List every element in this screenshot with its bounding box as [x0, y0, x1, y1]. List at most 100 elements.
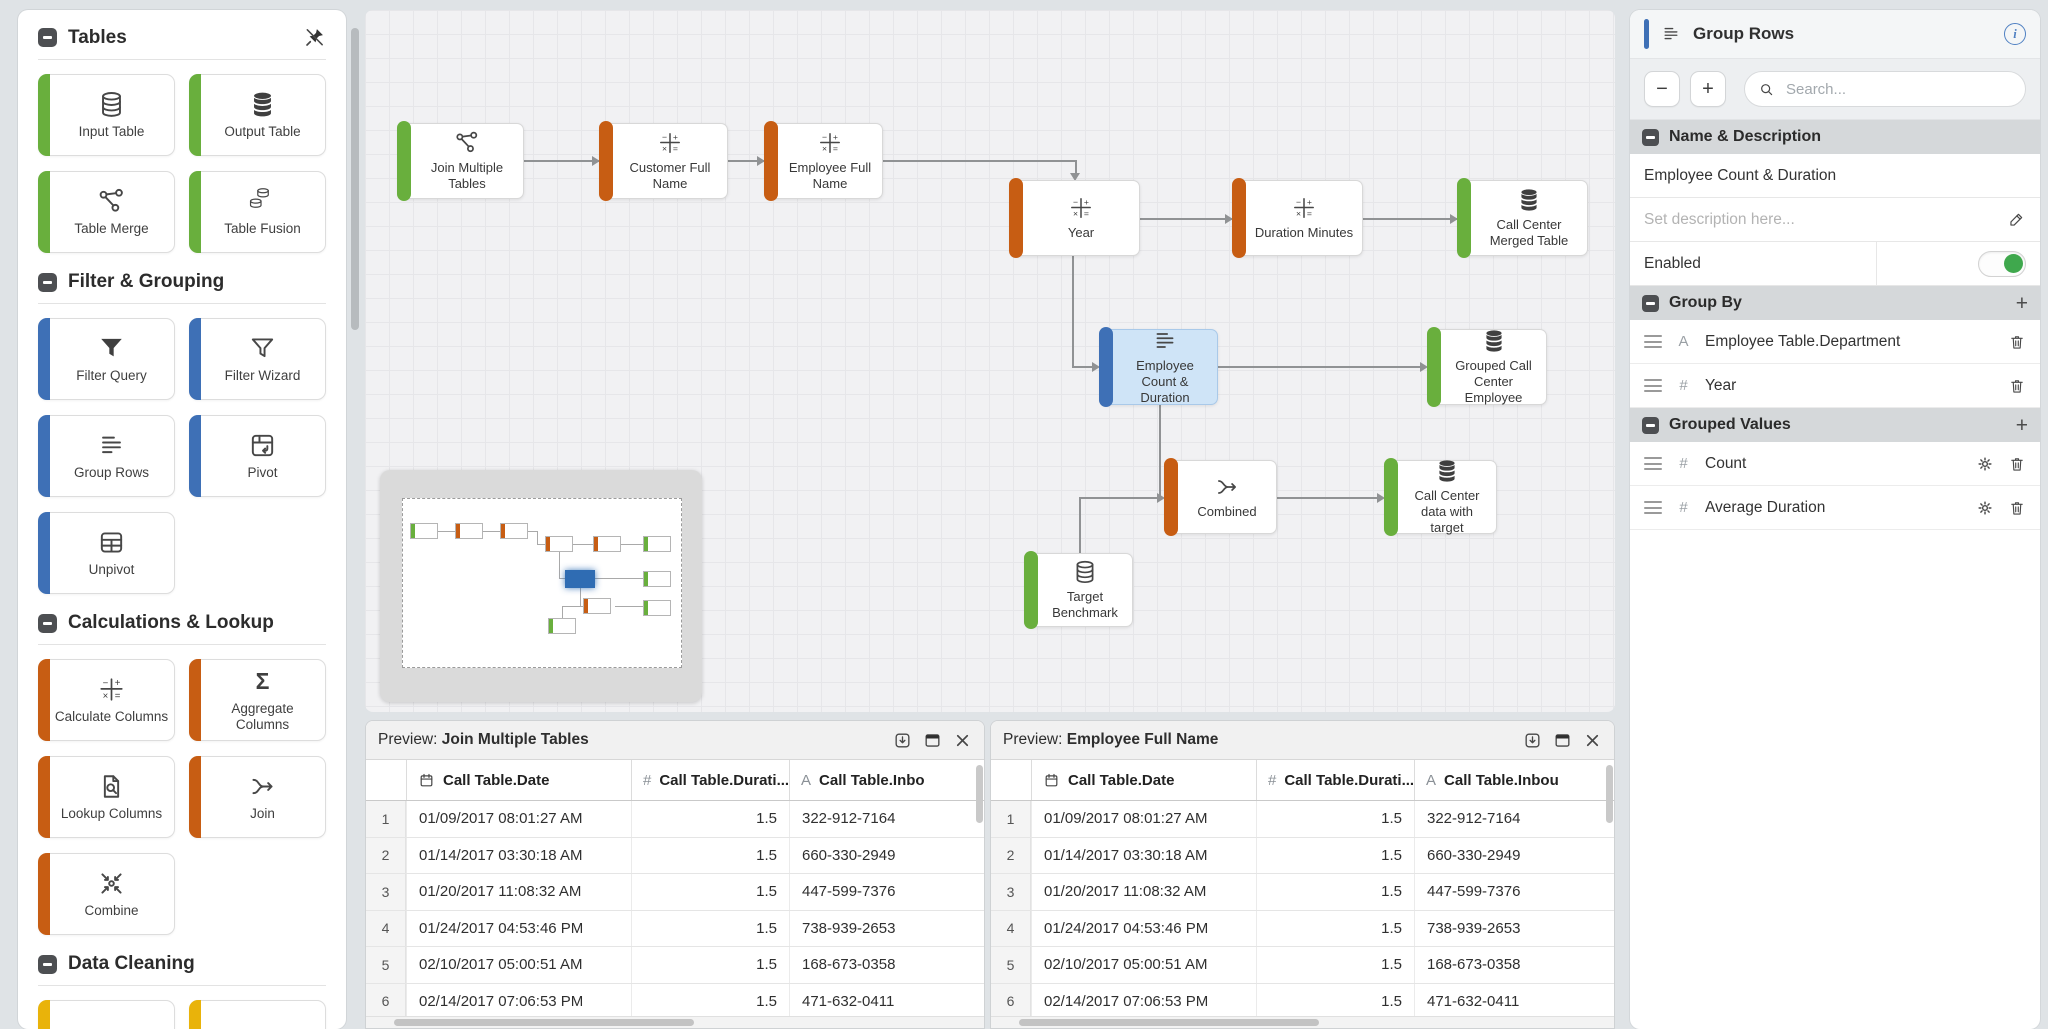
transform-card-filter-wizard[interactable]: Filter Wizard: [189, 318, 326, 400]
delete-trash-icon[interactable]: [2008, 499, 2026, 517]
drag-handle-icon[interactable]: [1644, 379, 1662, 392]
group-by-item-year[interactable]: #Year: [1630, 364, 2040, 408]
node-employee-count-duration[interactable]: Employee Count & Duration: [1099, 327, 1218, 407]
collapse-icon[interactable]: [1642, 128, 1659, 146]
delete-trash-icon[interactable]: [2008, 333, 2026, 351]
grouped-value-item-average-duration[interactable]: #Average Duration: [1630, 486, 2040, 530]
add-group-by-icon[interactable]: +: [2015, 291, 2028, 315]
node-year[interactable]: −+×=Year: [1009, 178, 1140, 258]
minimap-viewport[interactable]: [402, 498, 682, 668]
node-call-center-data-with-target[interactable]: Call Center data with target: [1384, 458, 1497, 536]
drag-handle-icon[interactable]: [1644, 457, 1662, 470]
transform-card-join[interactable]: Join: [189, 756, 326, 838]
transform-card-calculate-columns[interactable]: −+×=Calculate Columns: [38, 659, 175, 741]
drag-handle-icon[interactable]: [1644, 335, 1662, 348]
column-header-call-table-date[interactable]: Call Table.Date: [406, 760, 631, 800]
search-box[interactable]: [1744, 71, 2026, 107]
node-grouped-call-center-employee[interactable]: Grouped Call Center Employee: [1427, 327, 1547, 407]
transform-card-combine[interactable]: Combine: [38, 853, 175, 935]
transform-card-lookup-columns[interactable]: Lookup Columns: [38, 756, 175, 838]
column-header-call-table-date[interactable]: Call Table.Date: [1031, 760, 1256, 800]
search-input[interactable]: [1784, 79, 2012, 99]
node-duration-minutes[interactable]: −+×=Duration Minutes: [1232, 178, 1363, 258]
vertical-scrollbar-thumb[interactable]: [1606, 765, 1613, 823]
info-icon[interactable]: i: [2004, 23, 2026, 45]
section-grouped-values[interactable]: Grouped Values +: [1630, 408, 2040, 442]
collapse-icon[interactable]: [38, 28, 57, 47]
drag-handle-icon[interactable]: [1644, 501, 1662, 514]
node-employee-full-name[interactable]: −+×=Employee Full Name: [764, 121, 883, 201]
node-combined[interactable]: Combined: [1164, 458, 1277, 536]
delete-trash-icon[interactable]: [2008, 377, 2026, 395]
dock-window-icon[interactable]: [1553, 731, 1572, 750]
transform-card-pivot[interactable]: Pivot: [189, 415, 326, 497]
zoom-out-button[interactable]: −: [1644, 71, 1680, 107]
description-field[interactable]: Set description here...: [1630, 198, 2040, 242]
collapse-icon[interactable]: [38, 272, 57, 292]
node-join-multiple-tables[interactable]: Join Multiple Tables: [397, 121, 524, 201]
column-header-call-table-durati[interactable]: #Call Table.Durati...: [1256, 760, 1414, 800]
section-group-by[interactable]: Group By +: [1630, 286, 2040, 320]
column-header-call-table-durati[interactable]: #Call Table.Durati...: [631, 760, 789, 800]
horizontal-scrollbar[interactable]: [991, 1016, 1614, 1028]
scrollbar-thumb[interactable]: [351, 28, 359, 330]
collapse-icon[interactable]: [1642, 294, 1659, 312]
transform-card-partial[interactable]: [189, 1000, 326, 1029]
transform-card-group-rows[interactable]: Group Rows: [38, 415, 175, 497]
workflow-canvas[interactable]: Join Multiple Tables −+×=Customer Full Na…: [365, 10, 1615, 712]
scrollbar-thumb[interactable]: [394, 1019, 694, 1026]
export-icon[interactable]: [1523, 731, 1542, 750]
transform-card-output-table[interactable]: Output Table: [189, 74, 326, 156]
transform-card-unpivot[interactable]: Unpivot: [38, 512, 175, 594]
node-call-center-merged-table[interactable]: Call Center Merged Table: [1457, 178, 1588, 258]
close-icon[interactable]: [1583, 731, 1602, 750]
enabled-toggle[interactable]: [1978, 250, 2026, 277]
sidebar-scrollbar[interactable]: [351, 12, 359, 1017]
join-merge-icon: [248, 772, 277, 801]
add-grouped-value-icon[interactable]: +: [2015, 413, 2028, 437]
unpin-icon[interactable]: [303, 26, 326, 49]
transform-card-filter-query[interactable]: Filter Query: [38, 318, 175, 400]
transform-card-partial[interactable]: [38, 1000, 175, 1029]
node-label: Target Benchmark: [1052, 588, 1118, 620]
grouped-value-item-count[interactable]: #Count: [1630, 442, 2040, 486]
name-field[interactable]: Employee Count & Duration: [1630, 154, 2040, 198]
collapse-icon[interactable]: [38, 613, 57, 633]
horizontal-scrollbar[interactable]: [366, 1016, 984, 1028]
edit-pencil-icon[interactable]: [2007, 210, 2026, 229]
settings-gear-icon[interactable]: [1976, 455, 1994, 473]
transform-card-table-fusion[interactable]: Table Fusion: [189, 171, 326, 253]
vertical-scrollbar-thumb[interactable]: [976, 765, 983, 823]
zoom-in-button[interactable]: +: [1690, 71, 1726, 107]
minimap[interactable]: [380, 470, 702, 702]
node-target-benchmark[interactable]: Target Benchmark: [1024, 551, 1133, 629]
settings-gear-icon[interactable]: [1976, 499, 1994, 517]
scrollbar-thumb[interactable]: [1019, 1019, 1319, 1026]
node-customer-full-name[interactable]: −+×=Customer Full Name: [599, 121, 728, 201]
export-icon[interactable]: [893, 731, 912, 750]
transform-card-table-merge[interactable]: Table Merge: [38, 171, 175, 253]
collapse-icon[interactable]: [1642, 416, 1659, 434]
dock-window-icon[interactable]: [923, 731, 942, 750]
delete-trash-icon[interactable]: [2008, 455, 2026, 473]
transform-card-input-table[interactable]: Input Table: [38, 74, 175, 156]
section-name-description[interactable]: Name & Description: [1630, 120, 2040, 154]
close-icon[interactable]: [953, 731, 972, 750]
collapse-icon[interactable]: [38, 954, 57, 974]
